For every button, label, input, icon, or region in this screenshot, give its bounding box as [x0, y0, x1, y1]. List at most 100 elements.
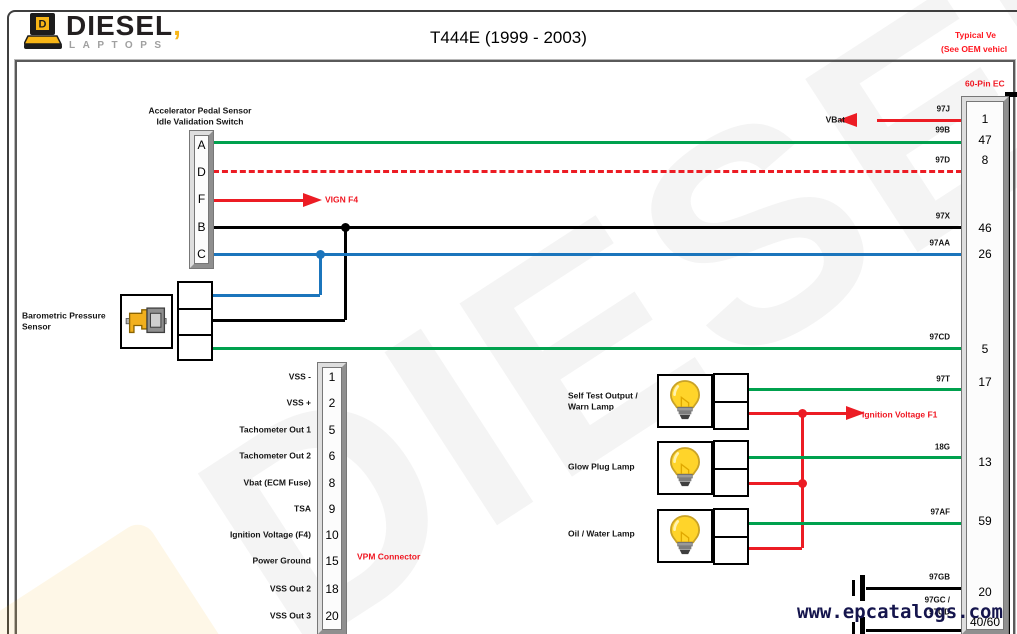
ecm-pin-59: 59 [978, 514, 992, 528]
wire-label2-97gc: 97GD [929, 607, 950, 617]
wire-junction-dot [340, 222, 350, 232]
vpm-pin-5: 5 [328, 423, 336, 437]
barometric-sensor-icon [122, 296, 171, 347]
barometric-cell-divider [179, 334, 211, 336]
accelerator-caption: Accelerator Pedal Sensor [148, 105, 252, 116]
wire-97d [213, 169, 962, 173]
vpm-pin-label-2: VSS + [286, 397, 311, 408]
epcatalogs-watermark: www.epcatalogs.com [797, 601, 1003, 623]
wire-97cd [213, 346, 962, 350]
accelerator-caption: Idle Validation Switch [156, 116, 244, 127]
wire-label-97x: 97X [935, 211, 950, 221]
lamp-caption-self-test-warn-lamp: Self Test Output / [568, 390, 638, 400]
wire-97aa [318, 254, 322, 295]
vign-f4-label: VIGN F4 [325, 194, 359, 205]
ecm-pin-26: 26 [978, 247, 992, 261]
vpm-pin-20: 20 [325, 609, 339, 623]
ground-icon [860, 575, 865, 601]
svg-text:D: D [39, 19, 47, 31]
wire-vign-f4 [213, 198, 303, 202]
wire-97x [213, 318, 345, 322]
wire-97t [749, 387, 962, 391]
light-bulb-icon [659, 443, 711, 493]
accel-pin-C: C [197, 247, 206, 261]
wire-97j-vbat [877, 118, 962, 122]
lamp-connector-self-test-warn-lamp [713, 373, 749, 430]
vpm-pin-9: 9 [328, 502, 336, 516]
light-bulb-icon [659, 376, 711, 426]
barometric-caption: Sensor [22, 321, 51, 332]
wire-junction-dot [797, 478, 807, 488]
lamp-box-oil-water-lamp [657, 509, 713, 563]
vpm-pin-6: 6 [328, 449, 336, 463]
accel-pin-F: F [197, 192, 206, 206]
wire-99b [213, 140, 962, 144]
ecm-pin-20: 20 [978, 585, 992, 599]
vpm-pin-10: 10 [325, 528, 339, 542]
ground-icon [852, 622, 855, 634]
wire-97af [749, 521, 962, 525]
brand-subtitle: LAPTOPS [69, 40, 169, 51]
ecm-pin-8: 8 [981, 153, 989, 167]
wire-label-97gb: 97GB [929, 572, 950, 582]
page-title: T444E (1999 - 2003) [430, 28, 587, 47]
lamp-connector-glow-plug-lamp [713, 440, 749, 497]
wire-ignition-f1-bus [749, 481, 802, 485]
wire-ignition-f1-bus [749, 546, 802, 550]
wire-label-97aa: 97AA [929, 238, 950, 248]
typical-vehicle-note-line2: (See OEM vehicl [941, 44, 1008, 54]
wire-label-99b: 99B [935, 125, 950, 135]
diagram-frame [15, 60, 1015, 634]
vpm-pin-1: 1 [328, 370, 336, 384]
wire-junction-dot [315, 249, 325, 259]
wire-ignition-f1-bus [749, 411, 802, 415]
ecm-pin-47: 47 [978, 133, 992, 147]
ignition-voltage-f1-label: Ignition Voltage F1 [862, 409, 938, 420]
wire-97x [213, 225, 962, 229]
lamp-connector-oil-water-lamp [713, 508, 749, 565]
ecm-pin-40/60: 40/60 [969, 615, 1001, 629]
wire-arrowhead [846, 406, 865, 420]
wire-97aa [213, 293, 320, 297]
wire-18g [749, 455, 962, 459]
accel-pin-B: B [197, 220, 206, 234]
barometric-connector [177, 281, 213, 361]
page-border [7, 10, 1017, 634]
brand-text: DIESEL, LAPTOPS [66, 12, 182, 51]
wire-arrowhead [303, 193, 322, 207]
header: D DIESEL, LAPTOPS T444E (1999 - 2003) Ty… [0, 0, 1017, 60]
lamp-caption-self-test-warn-lamp: Warn Lamp [568, 401, 614, 411]
vpm-pin-label-9: TSA [294, 503, 311, 514]
ecm-pin-46: 46 [978, 221, 992, 235]
diesel-laptops-logo: D DIESEL, LAPTOPS [22, 12, 182, 59]
vpm-pin-label-15: Power Ground [252, 555, 311, 566]
wire-label-97d: 97D [935, 155, 950, 165]
wire-label-97gc: 97GC / [924, 595, 950, 605]
wire-97gc [866, 628, 962, 632]
vbat-label: VBat [825, 114, 845, 125]
typical-vehicle-note-line1: Typical Ve [955, 30, 996, 40]
lamp-caption-oil-water-lamp: Oil / Water Lamp [568, 528, 635, 539]
accel-pin-A: A [197, 138, 206, 152]
barometric-cell-divider [179, 308, 211, 310]
ground-icon [852, 580, 855, 596]
wire-ignition-f1-bus [802, 411, 846, 415]
brand-name: DIESEL [66, 10, 174, 41]
vpm-pin-8: 8 [328, 476, 336, 490]
wire-97gb [866, 586, 962, 590]
wire-label-18g: 18G [934, 442, 950, 452]
ecm-pin-5: 5 [981, 342, 989, 356]
light-bulb-icon [659, 511, 711, 561]
lamp-connector-divider [715, 467, 747, 470]
vpm-pin-label-20: VSS Out 3 [269, 610, 311, 621]
vpm-pin-label-5: Tachometer Out 1 [239, 424, 311, 435]
wire-label-97cd: 97CD [929, 332, 950, 342]
brand-accent: , [173, 10, 182, 41]
barometric-sensor-box [120, 294, 173, 349]
lamp-connector-divider [715, 535, 747, 538]
wire-97x [343, 227, 347, 320]
vpm-pin-label-8: Vbat (ECM Fuse) [243, 477, 311, 488]
